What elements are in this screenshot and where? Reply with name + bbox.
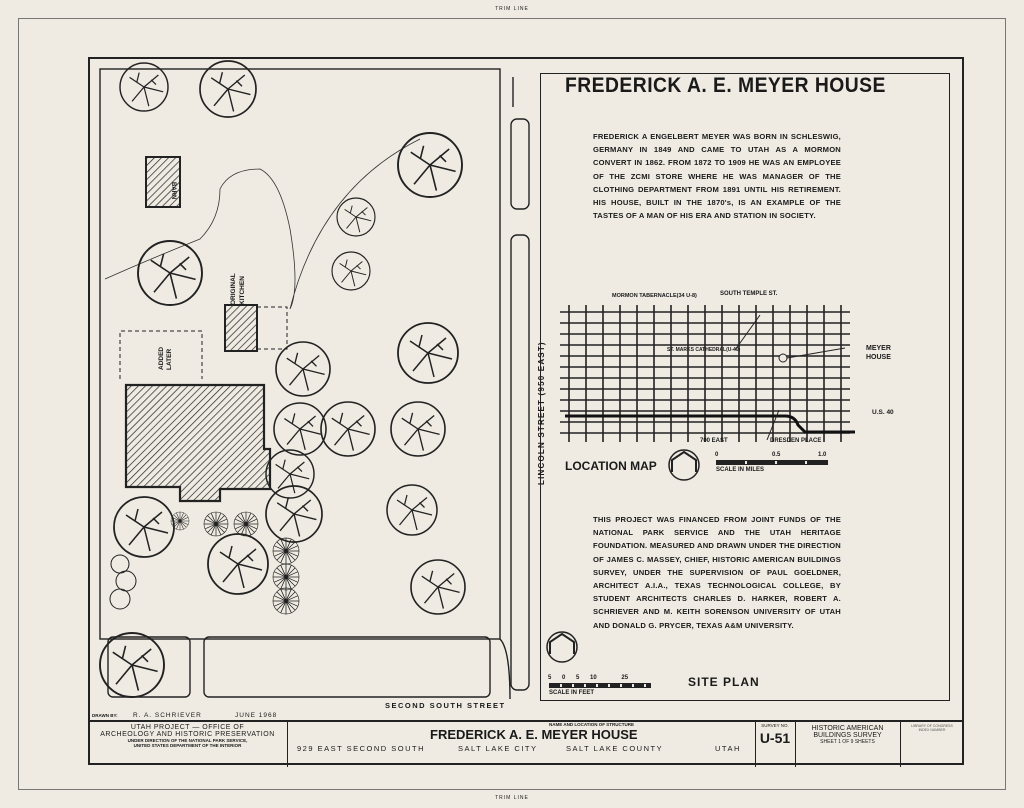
loc-line-2: INDEX NUMBER — [918, 728, 946, 732]
map-label-south-temple: SOUTH TEMPLE ST. — [720, 291, 778, 297]
barn-label: BARN — [170, 182, 176, 200]
map-scale-label: SCALE IN MILES — [716, 467, 765, 473]
location-map-title: LOCATION MAP — [565, 459, 657, 473]
lot-boundary — [99, 68, 501, 640]
survey-number: U-51 — [759, 730, 791, 746]
survey-cell: SURVEY NO. U-51 — [755, 722, 796, 767]
map-label-meyer: MEYER — [866, 345, 891, 352]
habs-line-1: HISTORIC AMERICAN — [811, 725, 884, 732]
title-block: UTAH PROJECT — OFFICE OF ARCHEOLOGY AND … — [88, 720, 964, 767]
map-scale-1: 1.0 — [818, 452, 827, 458]
trim-line-bottom: TRIM LINE — [495, 795, 529, 801]
added-label-2: LATER — [166, 348, 173, 370]
office-line-1: UTAH PROJECT — OFFICE OF — [130, 724, 245, 731]
sheet-border — [18, 18, 1006, 790]
drawing-title: FREDERICK A. E. MEYER HOUSE — [565, 74, 886, 97]
office-cell: UTAH PROJECT — OFFICE OF ARCHEOLOGY AND … — [88, 722, 288, 767]
second-south-label: SECOND SOUTH STREET — [385, 701, 506, 710]
site-plan-drawing — [99, 60, 530, 700]
map-label-cathedral: ST. MARKS CATHEDRAL(U-40) — [667, 347, 741, 353]
map-label-house: HOUSE — [866, 354, 891, 361]
map-label-tabernacle: MORMON TABERNACLE(34 U-8) — [612, 293, 697, 299]
site-north-arrow-icon — [546, 631, 578, 663]
sheet-number: SHEET 1 OF 9 SHEETS — [820, 739, 875, 745]
info-panel — [540, 73, 950, 701]
office-line-2: ARCHEOLOGY AND HISTORIC PRESERVATION — [100, 731, 275, 738]
drawn-by-label: DRAWN BY: — [92, 713, 118, 718]
structure-cell: NAME AND LOCATION OF STRUCTURE FREDERICK… — [287, 722, 756, 767]
loc-cell: LIBRARY OF CONGRESS INDEX NUMBER — [900, 722, 964, 767]
habs-cell: HISTORIC AMERICAN BUILDINGS SURVEY SHEET… — [795, 722, 901, 767]
survey-label: SURVEY NO. — [761, 723, 789, 728]
map-scale-05: 0.5 — [772, 452, 781, 458]
drawn-date: JUNE 1968 — [235, 712, 278, 719]
credits-paragraph: THIS PROJECT WAS FINANCED FROM JOINT FUN… — [593, 515, 841, 630]
map-label-700-east: 700 EAST — [700, 438, 728, 444]
location-map — [560, 305, 855, 442]
office-line-4: UNITED STATES DEPARTMENT OF THE INTERIOR — [133, 743, 242, 748]
habs-line-2: BUILDINGS SURVEY — [813, 732, 882, 739]
structure-name: FREDERICK A. E. MEYER HOUSE — [430, 727, 638, 742]
state: UTAH — [715, 744, 741, 753]
map-scale-bar — [716, 460, 828, 465]
address: 929 EAST SECOND SOUTH — [297, 744, 426, 753]
site-scale-label: SCALE IN FEET — [549, 690, 595, 696]
trim-line-top: TRIM LINE — [495, 6, 529, 12]
site-scale-bar — [549, 683, 651, 688]
added-label-1: ADDED — [158, 346, 165, 370]
history-paragraph: FREDERICK A ENGELBERT MEYER WAS BORN IN … — [593, 132, 841, 221]
map-label-dresden: DRESDEN PLACE — [770, 438, 822, 444]
name-label: NAME AND LOCATION OF STRUCTURE — [549, 722, 634, 727]
map-scale-0: 0 — [715, 452, 719, 458]
kitchen-label-1: ORIGINAL — [230, 273, 237, 305]
office-line-3: UNDER DIRECTION OF THE NATIONAL PARK SER… — [127, 738, 248, 743]
map-label-us40: U.S. 40 — [872, 409, 894, 416]
loc-line-1: LIBRARY OF CONGRESS — [911, 724, 953, 728]
site-scale-ticks: 5 0 5 10 25 — [548, 675, 629, 681]
drawn-by: R. A. SCHRIEVER — [133, 712, 202, 719]
kitchen-label-2: KITCHEN — [239, 276, 246, 305]
north-arrow-icon — [668, 449, 700, 481]
city: SALT LAKE CITY — [458, 744, 538, 753]
county: SALT LAKE COUNTY — [566, 744, 664, 753]
drawing-frame — [88, 57, 964, 765]
site-plan-title: SITE PLAN — [688, 675, 760, 689]
